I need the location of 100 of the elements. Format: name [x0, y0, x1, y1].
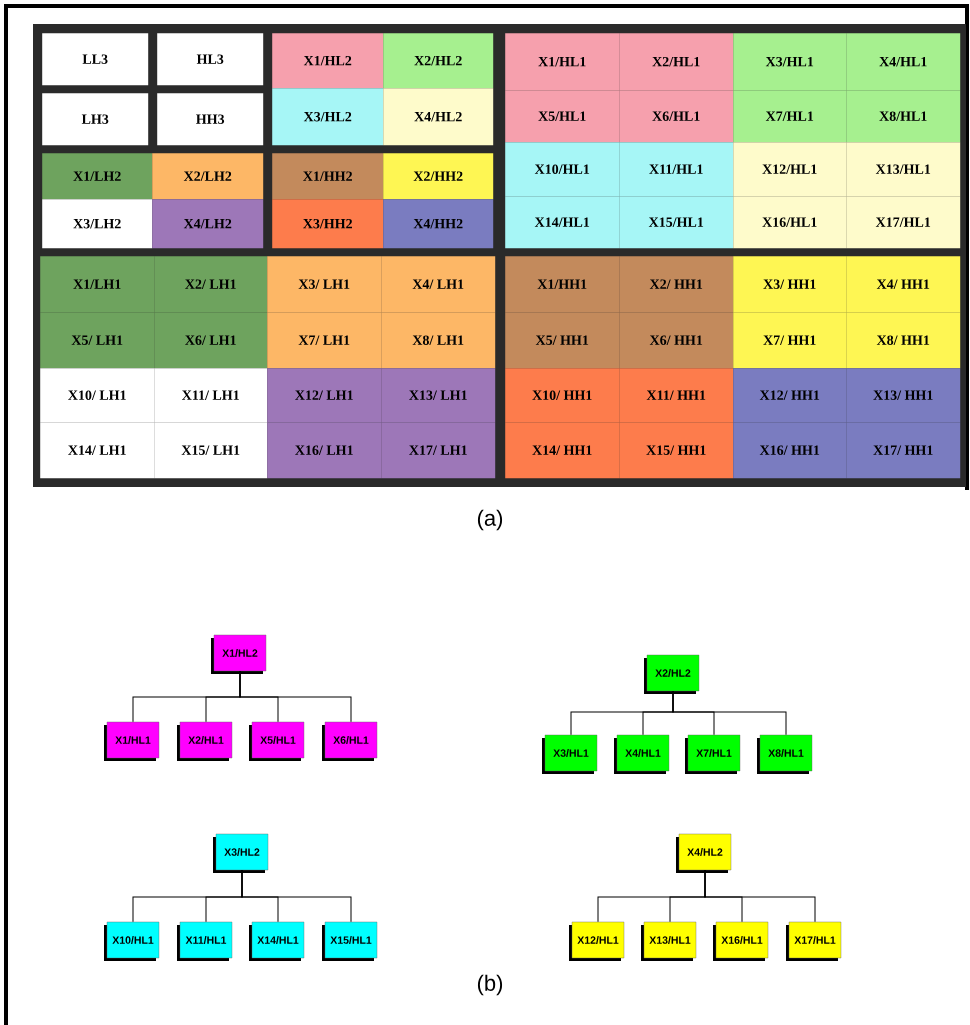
- grid-cell: X3/HH2: [272, 199, 384, 249]
- node-label: X14/ LH1: [68, 445, 126, 455]
- grid-cell: X5/ LH1: [40, 312, 155, 369]
- node-label: X13/ LH1: [409, 390, 467, 400]
- grid-cell: X15/ HH1: [619, 422, 734, 479]
- node-label: X15/ LH1: [181, 445, 240, 455]
- grid-cell: X12/HL1: [733, 142, 847, 197]
- tree-box: X17/HL1: [786, 921, 842, 961]
- grid-cell: X10/ LH1: [40, 368, 155, 423]
- tree-box: X4/HL1: [614, 734, 670, 774]
- grid-cell: X1/HL2: [272, 33, 384, 89]
- grid-cell: X1/HH1: [505, 256, 620, 313]
- node-label: X6/HL1: [652, 111, 700, 121]
- grid-cell: X5/ HH1: [505, 312, 620, 369]
- node-label: X7/HL1: [765, 111, 814, 121]
- grid-cell: X15/ LH1: [154, 422, 268, 479]
- grid-cell: X14/ HH1: [505, 422, 620, 479]
- grid-cell: X6/HL1: [619, 90, 734, 143]
- grid-cell: X6/ LH1: [154, 312, 268, 369]
- tree-box: X14/HL1: [249, 921, 305, 961]
- tree-box: X10/HL1: [104, 921, 160, 961]
- grid-cell: X10/HL1: [505, 142, 620, 197]
- node-label: X7/ LH1: [298, 335, 350, 345]
- node-label: X10/ LH1: [68, 390, 126, 400]
- figure-caption: (a): [477, 509, 503, 531]
- grid-cell: X13/ LH1: [381, 368, 496, 423]
- grid-cell: X15/HL1: [619, 196, 734, 249]
- node-label: X14/HL1: [534, 217, 590, 227]
- node-label: X11/HL1: [649, 164, 703, 174]
- tree-box: X1/HL2: [211, 634, 267, 674]
- grid-cell: X3/ LH1: [267, 256, 382, 313]
- node-label: X8/ HH1: [876, 335, 930, 345]
- grid-cell: X1/LH1: [40, 256, 155, 313]
- grid-cell: X4/ LH1: [381, 256, 496, 313]
- grid-cell: X7/ LH1: [267, 312, 382, 369]
- grid-cell: X16/ HH1: [733, 422, 847, 479]
- node-label: X7/ HH1: [763, 335, 816, 345]
- node-label: X15/HL1: [648, 217, 704, 227]
- tree-box: X12/HL1: [569, 921, 625, 961]
- grid-cell: X11/ HH1: [619, 368, 734, 423]
- node-label: X11/ HH1: [646, 390, 706, 400]
- node-label: X1/HL1: [538, 56, 586, 67]
- figure-caption: (b): [477, 974, 503, 996]
- grid-cell: X3/HL1: [733, 33, 847, 91]
- node-label: X2/ HH1: [649, 279, 703, 289]
- grid-cell: X12/ LH1: [267, 368, 382, 423]
- tree-box: X6/HL1: [322, 721, 378, 761]
- grid-cell: X2/HH2: [383, 153, 494, 200]
- node-label: X13/ HH1: [873, 390, 933, 400]
- node-label: X16/HL1: [762, 217, 817, 227]
- grid-cell: HH3: [157, 93, 264, 146]
- node-label: X12/ HH1: [759, 390, 820, 400]
- grid-cell: X17/ HH1: [846, 422, 961, 479]
- node-label: X13/HL1: [875, 164, 931, 174]
- node-label: X11/ LH1: [181, 390, 239, 400]
- grid-cell: X4/HL1: [846, 33, 961, 91]
- grid-cell: X11/HL1: [619, 142, 734, 197]
- node-label: X12/ LH1: [295, 390, 353, 400]
- node-label: X1/HH1: [537, 279, 587, 289]
- grid-cell: X16/ LH1: [267, 422, 382, 479]
- grid-cell: X5/HL1: [505, 90, 620, 143]
- grid-cell: X13/HL1: [846, 142, 961, 197]
- grid-cell: X14/ LH1: [40, 422, 155, 479]
- node-label: X4/ HH1: [876, 279, 930, 289]
- grid-cell: X11/ LH1: [154, 368, 268, 423]
- grid-cell: LL3: [42, 33, 149, 86]
- grid-cell: X16/HL1: [733, 196, 847, 249]
- grid-cell: X14/HL1: [505, 196, 620, 249]
- node-label: X16/ LH1: [295, 445, 353, 455]
- tree-box: X2/HL2: [644, 654, 700, 694]
- node-label: X10/HL1: [534, 164, 590, 174]
- tree-box: X11/HL1: [177, 921, 233, 961]
- grid-cell: X2/HL1: [619, 33, 734, 91]
- node-label: X17/HL1: [875, 217, 931, 227]
- tree-box: X7/HL1: [685, 734, 741, 774]
- tree-box: X15/HL1: [322, 921, 378, 961]
- node-label: X3/ HH1: [763, 279, 816, 289]
- grid-cell: X2/ HH1: [619, 256, 734, 313]
- node-label: X6/ LH1: [185, 335, 236, 345]
- tree-box: X4/HL2: [676, 833, 732, 873]
- grid-cell: X17/HL1: [846, 196, 961, 249]
- grid-cell: X12/ HH1: [733, 368, 847, 423]
- grid-cell: X4/ HH1: [846, 256, 961, 313]
- grid-cell: X7/HL1: [733, 90, 847, 143]
- grid-cell: X13/ HH1: [846, 368, 961, 423]
- tree-box: X16/HL1: [713, 921, 769, 961]
- node-label: X2/ LH1: [185, 279, 236, 289]
- node-label: X10/ HH1: [532, 390, 592, 400]
- node-label: X3/HL1: [765, 56, 814, 67]
- node-label: X8/ LH1: [412, 335, 464, 345]
- grid-cell: X4/HH2: [383, 199, 494, 249]
- grid-cell: X3/LH2: [42, 199, 153, 249]
- tree-box: X1/HL1: [104, 721, 160, 761]
- tree-box: X5/HL1: [249, 721, 305, 761]
- grid-cell: X6/ HH1: [619, 312, 734, 369]
- node-label: X16/ HH1: [759, 445, 820, 455]
- node-label: X5/HL1: [538, 111, 586, 121]
- node-label: X15/ HH1: [646, 445, 706, 455]
- grid-cell: X2/LH2: [152, 153, 264, 200]
- node-label: X5/ HH1: [535, 335, 589, 345]
